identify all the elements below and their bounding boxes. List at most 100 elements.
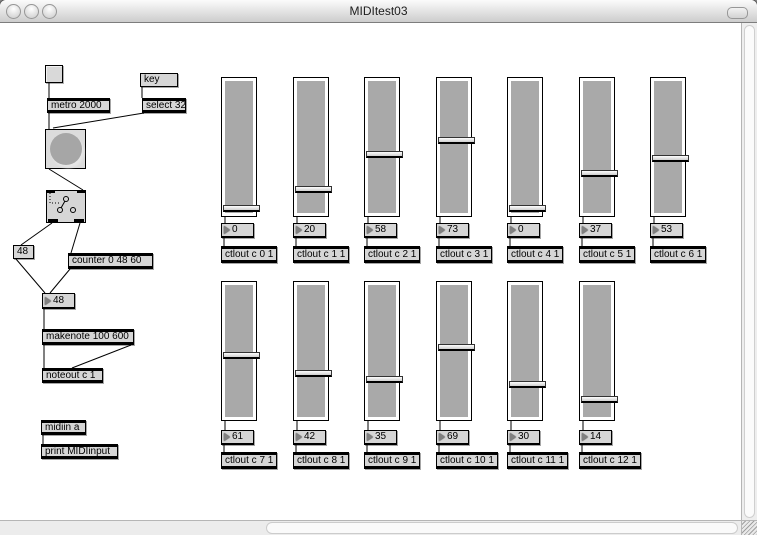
toggle-box[interactable]	[45, 65, 63, 83]
fader-slider[interactable]	[293, 281, 332, 421]
ctlout-label: ctlout c 7 1	[225, 454, 274, 466]
fader-handle[interactable]	[509, 381, 546, 388]
ctlout-label: ctlout c 5 1	[583, 248, 632, 260]
fader-track	[225, 285, 253, 417]
ctlout-object[interactable]: ctlout c 11 1	[507, 452, 569, 469]
fader-slider[interactable]	[221, 281, 260, 421]
ctlout-object[interactable]: ctlout c 2 1	[364, 246, 421, 263]
fader-track	[297, 285, 325, 417]
ctlout-object[interactable]: ctlout c 7 1	[221, 452, 278, 469]
ctlout-object[interactable]: ctlout c 3 1	[436, 246, 493, 263]
gswitch-object[interactable]	[46, 190, 86, 223]
key-object[interactable]: key	[140, 73, 178, 87]
fader-value-box[interactable]: 30	[507, 430, 540, 445]
vertical-scrollbar[interactable]	[741, 23, 757, 520]
fader-value-box[interactable]: 37	[579, 223, 612, 238]
pitch-number-box[interactable]: 48	[42, 293, 75, 309]
fader-value: 20	[304, 224, 316, 235]
fader-handle[interactable]	[509, 205, 546, 212]
ctlout-object[interactable]: ctlout c 0 1	[221, 246, 278, 263]
fader-value: 14	[590, 431, 602, 442]
title-bar: MIDItest03	[0, 0, 757, 23]
fader-handle[interactable]	[581, 170, 618, 177]
minimize-button[interactable]	[24, 4, 39, 19]
ctlout-object[interactable]: ctlout c 10 1	[436, 452, 498, 469]
select-label: select 32	[146, 99, 187, 111]
zoom-button[interactable]	[42, 4, 57, 19]
fader-handle[interactable]	[366, 151, 403, 158]
message-48-label: 48	[17, 246, 29, 257]
fader-handle[interactable]	[438, 344, 475, 351]
fader-handle[interactable]	[366, 376, 403, 383]
fader-value-box[interactable]: 61	[221, 430, 254, 445]
fader-handle[interactable]	[223, 352, 260, 359]
makenote-object[interactable]: makenote 100 600	[42, 329, 134, 345]
fader-value-box[interactable]: 20	[293, 223, 326, 238]
fader-value-box[interactable]: 35	[364, 430, 397, 445]
ctlout-object[interactable]: ctlout c 4 1	[507, 246, 564, 263]
fader-slider[interactable]	[579, 77, 618, 217]
close-button[interactable]	[6, 4, 21, 19]
fader-slider[interactable]	[436, 281, 475, 421]
ctlout-label: ctlout c 8 1	[297, 454, 346, 466]
fader-handle[interactable]	[295, 370, 332, 377]
fader-handle[interactable]	[652, 155, 689, 162]
toolbar-pill-button[interactable]	[727, 7, 748, 19]
fader-slider[interactable]	[507, 77, 546, 217]
fader-handle[interactable]	[295, 186, 332, 193]
midiin-object[interactable]: midiin a	[41, 420, 86, 435]
fader-slider[interactable]	[436, 77, 475, 217]
counter-object[interactable]: counter 0 48 60	[68, 253, 153, 269]
fader-slider[interactable]	[364, 77, 403, 217]
fader-track	[511, 81, 539, 213]
ctlout-object[interactable]: ctlout c 6 1	[650, 246, 707, 263]
print-object[interactable]: print MIDIinput	[41, 444, 118, 459]
midiin-label: midiin a	[45, 421, 80, 433]
patch-cord	[52, 112, 145, 129]
fader-value-box[interactable]: 53	[650, 223, 683, 238]
window-title: MIDItest03	[349, 4, 408, 18]
message-box-48[interactable]: 48	[13, 245, 34, 259]
ctlout-label: ctlout c 1 1	[297, 248, 346, 260]
horizontal-scrollbar[interactable]	[0, 520, 741, 535]
fader-slider[interactable]	[650, 77, 689, 217]
number-box-triangle-icon	[45, 296, 51, 305]
ctlout-object[interactable]: ctlout c 8 1	[293, 452, 350, 469]
patch-cord	[70, 222, 81, 254]
fader-value-box[interactable]: 42	[293, 430, 326, 445]
fader-track	[583, 81, 611, 213]
patch-cord	[71, 344, 132, 369]
fader-handle[interactable]	[438, 137, 475, 144]
bang-button[interactable]	[45, 129, 86, 169]
number-box-triangle-icon	[296, 433, 302, 441]
fader-slider[interactable]	[221, 77, 260, 217]
number-box-triangle-icon	[582, 226, 588, 234]
fader-slider[interactable]	[579, 281, 618, 421]
resize-grip[interactable]	[741, 520, 757, 535]
number-box-triangle-icon	[439, 226, 445, 234]
fader-value-box[interactable]: 69	[436, 430, 469, 445]
horizontal-scroll-thumb[interactable]	[266, 522, 738, 534]
fader-slider[interactable]	[507, 281, 546, 421]
select-object[interactable]: select 32	[142, 98, 186, 113]
fader-slider[interactable]	[364, 281, 403, 421]
metro-object[interactable]: metro 2000	[47, 98, 110, 113]
number-box-triangle-icon	[224, 226, 230, 234]
vertical-scroll-thumb[interactable]	[744, 25, 755, 518]
fader-handle[interactable]	[223, 205, 260, 212]
fader-value-box[interactable]: 0	[221, 223, 254, 238]
fader-track	[368, 285, 396, 417]
ctlout-object[interactable]: ctlout c 5 1	[579, 246, 636, 263]
fader-slider[interactable]	[293, 77, 332, 217]
fader-handle[interactable]	[581, 396, 618, 403]
ctlout-object[interactable]: ctlout c 9 1	[364, 452, 421, 469]
fader-value-box[interactable]: 14	[579, 430, 612, 445]
ctlout-object[interactable]: ctlout c 1 1	[293, 246, 350, 263]
ctlout-object[interactable]: ctlout c 12 1	[579, 452, 641, 469]
fader-value-box[interactable]: 0	[507, 223, 540, 238]
fader-value-box[interactable]: 58	[364, 223, 397, 238]
ctlout-label: ctlout c 10 1	[440, 454, 494, 466]
fader-value-box[interactable]: 73	[436, 223, 469, 238]
noteout-object[interactable]: noteout c 1	[42, 368, 103, 383]
